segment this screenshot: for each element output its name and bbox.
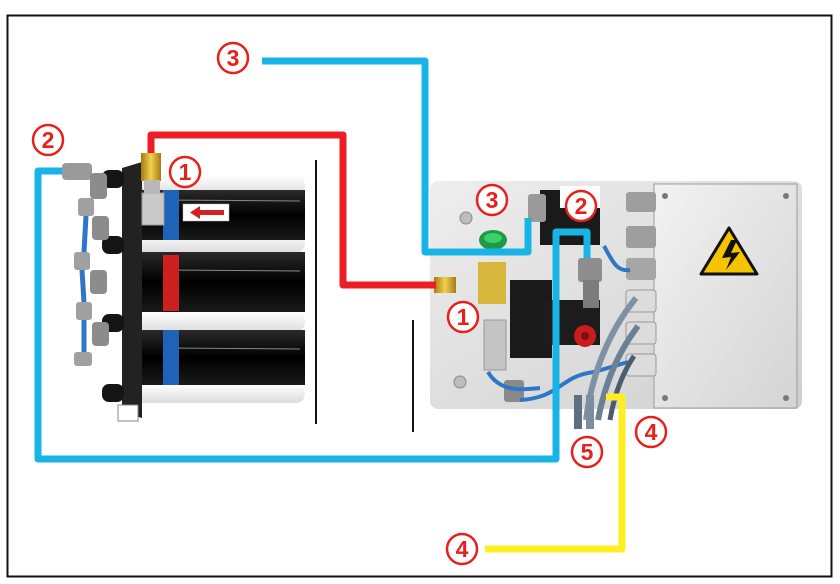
internal-hose <box>519 360 629 402</box>
marker-number: 1 <box>179 159 192 185</box>
solar-collector <box>62 153 305 422</box>
flow-indicator <box>484 233 502 243</box>
hot-line <box>147 131 436 289</box>
pipe-fitting <box>76 302 92 320</box>
tube-highlight <box>164 269 301 272</box>
high-voltage-warning-icon <box>699 226 759 276</box>
enclosure-screw <box>662 395 668 401</box>
marker-number: 5 <box>581 439 594 465</box>
marker-m3-unit: 3 <box>475 183 509 217</box>
pipe-fitting <box>90 270 107 294</box>
marker-m2-unit: 2 <box>564 189 598 223</box>
control-unit <box>430 181 802 421</box>
absorber-tube <box>135 252 305 312</box>
cold-line-3 <box>262 57 532 256</box>
marker-m5: 5 <box>570 435 604 469</box>
cold-line-2 <box>34 167 591 463</box>
enclosure-screw <box>662 193 668 199</box>
marker-circle <box>168 155 202 189</box>
flow-arrow-icon <box>190 206 224 219</box>
small-hose <box>81 215 89 253</box>
marker-m1-collector: 1 <box>168 155 202 189</box>
marker-circle <box>634 415 668 449</box>
relief-valve <box>581 332 589 340</box>
marker-circle <box>446 300 480 334</box>
marker-m3-top: 3 <box>216 41 250 75</box>
brass-inlet <box>478 262 506 304</box>
brass-fitting <box>141 192 165 226</box>
brass-inlet <box>434 277 456 293</box>
marker-number: 2 <box>42 127 55 153</box>
internal-hose <box>486 370 541 392</box>
grey-fitting <box>504 380 524 402</box>
glass-tube <box>125 312 305 332</box>
marker-circle <box>475 183 509 217</box>
pipe-fitting <box>92 216 109 240</box>
blue-band <box>163 190 179 240</box>
mounting-hole <box>453 375 467 389</box>
pipe-fitting <box>78 198 94 216</box>
marker-number: 1 <box>457 304 470 330</box>
marker-circle <box>564 189 598 223</box>
grey-fitting <box>578 258 602 282</box>
marker-m4-bottom: 4 <box>445 532 479 566</box>
pipe-fitting <box>90 173 107 199</box>
mounting-hole <box>459 211 473 225</box>
marker-m2-left: 2 <box>31 123 65 157</box>
small-hose <box>79 269 87 303</box>
marker-number: 4 <box>456 536 469 562</box>
red-band <box>163 255 179 311</box>
blue-band <box>163 330 179 385</box>
cable-bundle <box>607 354 637 421</box>
marker-m4-right: 4 <box>634 415 668 449</box>
internal-hose <box>602 245 631 273</box>
grey-fitting <box>583 280 599 308</box>
manifold-foot <box>117 404 139 422</box>
brass-fitting <box>141 153 161 181</box>
marker-circle <box>445 532 479 566</box>
marker-number: 4 <box>645 419 658 445</box>
supply-line-4 <box>485 393 626 553</box>
marker-m1-unit: 1 <box>446 300 480 334</box>
tube-highlight <box>159 199 301 202</box>
enclosure-screw <box>783 193 789 199</box>
pipe-fitting <box>74 352 92 366</box>
brass-inlet <box>483 319 507 371</box>
pipe-fitting <box>62 163 92 180</box>
absorber-tube <box>135 330 305 385</box>
end-cap <box>102 170 124 188</box>
connection-lines <box>34 57 626 553</box>
tube-highlight <box>164 347 301 350</box>
marker-circle <box>31 123 65 157</box>
enclosure-screw <box>783 395 789 401</box>
end-cap <box>102 236 124 254</box>
marker-circle <box>216 41 250 75</box>
electrical-enclosure <box>653 183 798 409</box>
marker-number: 2 <box>575 193 588 219</box>
pipe-fitting <box>92 322 109 346</box>
marker-number: 3 <box>486 187 499 213</box>
marker-layer: 3 2 1 3 2 1 4 5 4 <box>31 41 668 566</box>
brass-fitting <box>144 180 160 194</box>
marker-circle <box>570 435 604 469</box>
collector-manifold <box>122 162 142 418</box>
grey-fitting <box>528 194 546 222</box>
glass-tube <box>125 385 305 403</box>
end-cap <box>102 384 124 402</box>
pipe-fitting <box>74 252 90 270</box>
marker-number: 3 <box>227 45 240 71</box>
cable-bundle <box>595 324 641 421</box>
